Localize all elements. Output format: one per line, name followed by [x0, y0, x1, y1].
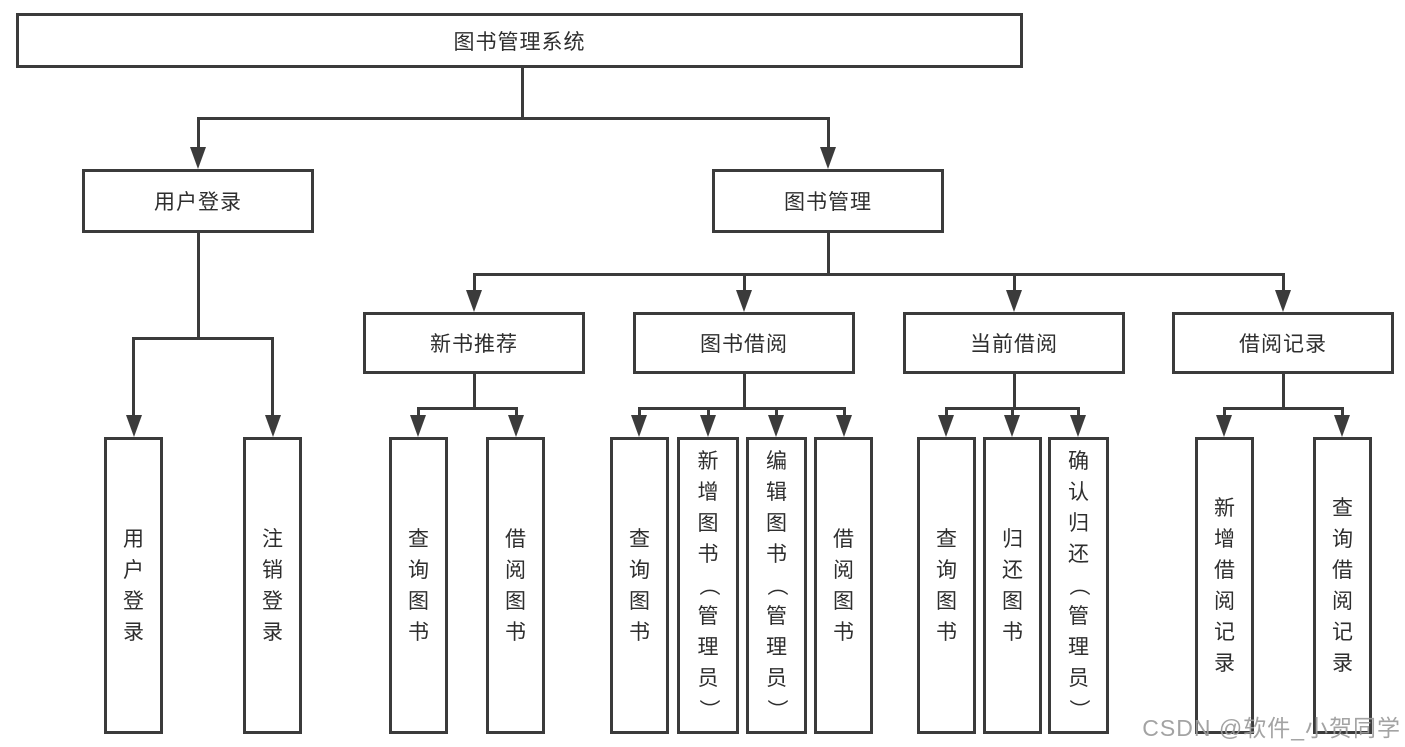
connector-arrow-line — [944, 407, 948, 417]
leaf-borrow-books-recommend: 借阅图书 — [486, 437, 545, 734]
connector-root-branch — [196, 117, 830, 120]
node-root-label: 图书管理系统 — [453, 30, 586, 54]
connector-arrow-line — [774, 407, 778, 417]
connector-borrow-branch — [637, 407, 846, 410]
connector-arrow-line — [1222, 407, 1226, 417]
arrowhead-icon — [1006, 290, 1022, 312]
leaf-return-books: 归还图书 — [983, 437, 1042, 734]
arrowhead-icon — [836, 415, 852, 437]
connector-user-login-branch — [132, 337, 274, 340]
leaf-query-books-recommend: 查询图书 — [389, 437, 448, 734]
leaf-user-login-label: 用户登录 — [123, 527, 144, 644]
arrowhead-icon — [508, 415, 524, 437]
leaf-query-borrow-record: 查询借阅记录 — [1313, 437, 1372, 734]
leaf-user-login: 用户登录 — [104, 437, 163, 734]
leaf-add-borrow-record: 新增借阅记录 — [1195, 437, 1254, 734]
leaf-return-books-label: 归还图书 — [1002, 527, 1023, 644]
connector-arrow-line — [826, 117, 830, 149]
connector-recommend-stem — [472, 374, 476, 407]
arrowhead-icon — [631, 415, 647, 437]
arrowhead-icon — [1004, 415, 1020, 437]
leaf-borrow-books-recommend-label: 借阅图书 — [505, 527, 526, 644]
node-borrow-records: 借阅记录 — [1172, 312, 1394, 374]
connector-arrow-line — [271, 337, 274, 417]
arrowhead-icon — [700, 415, 716, 437]
connector-records-branch — [1222, 407, 1344, 410]
arrowhead-icon — [1216, 415, 1232, 437]
connector-recommend-branch — [416, 407, 518, 410]
arrowhead-icon — [410, 415, 426, 437]
leaf-confirm-return-admin: 确认归还（管理员） — [1048, 437, 1109, 734]
arrowhead-icon — [768, 415, 784, 437]
node-root: 图书管理系统 — [16, 13, 1023, 68]
leaf-query-books-borrow-label: 查询图书 — [629, 527, 650, 644]
connector-arrow-line — [1281, 273, 1285, 292]
connector-borrow-stem — [742, 374, 746, 407]
arrowhead-icon — [736, 290, 752, 312]
arrowhead-icon — [820, 147, 836, 169]
node-book-borrow: 图书借阅 — [633, 312, 855, 374]
leaf-query-books-recommend-label: 查询图书 — [408, 527, 429, 644]
connector-records-stem — [1281, 374, 1285, 407]
arrowhead-icon — [1334, 415, 1350, 437]
connector-arrow-line — [842, 407, 846, 417]
arrowhead-icon — [466, 290, 482, 312]
node-book-management-label: 图书管理 — [784, 191, 872, 214]
connector-arrow-line — [1076, 407, 1080, 417]
node-book-borrow-label: 图书借阅 — [700, 333, 788, 356]
connector-root-stem — [520, 68, 524, 117]
node-new-book-recommend-label: 新书推荐 — [430, 333, 518, 356]
connector-arrow-line — [1340, 407, 1344, 417]
connector-arrow-line — [514, 407, 518, 417]
leaf-edit-books-admin: 编辑图书（管理员） — [746, 437, 807, 734]
connector-arrow-line — [132, 337, 135, 417]
connector-book-mgmt-branch — [472, 273, 1284, 276]
watermark: CSDN @软件_小贺同学 — [1142, 715, 1401, 741]
connector-arrow-line — [1010, 407, 1014, 417]
leaf-query-books-borrow: 查询图书 — [610, 437, 669, 734]
connector-arrow-line — [472, 273, 476, 292]
arrowhead-icon — [264, 415, 281, 437]
leaf-logout: 注销登录 — [243, 437, 302, 734]
leaf-confirm-return-admin-label: 确认归还（管理员） — [1067, 450, 1090, 720]
node-borrow-records-label: 借阅记录 — [1239, 333, 1327, 356]
leaf-logout-label: 注销登录 — [262, 527, 283, 644]
connector-arrow-line — [416, 407, 420, 417]
arrowhead-icon — [1275, 290, 1291, 312]
arrowhead-icon — [190, 147, 206, 169]
leaf-query-books-current-label: 查询图书 — [936, 527, 957, 644]
node-new-book-recommend: 新书推荐 — [363, 312, 585, 374]
connector-arrow-line — [706, 407, 710, 417]
connector-arrow-line — [742, 273, 746, 292]
arrowhead-icon — [1070, 415, 1086, 437]
connector-book-mgmt-stem — [826, 233, 830, 273]
arrowhead-icon — [938, 415, 954, 437]
connector-user-login-stem — [196, 233, 200, 337]
leaf-query-books-current: 查询图书 — [917, 437, 976, 734]
node-book-management: 图书管理 — [712, 169, 944, 233]
connector-arrow-line — [196, 117, 200, 149]
connector-arrow-line — [1012, 273, 1016, 292]
leaf-add-books-admin: 新增图书（管理员） — [677, 437, 739, 734]
connector-arrow-line — [637, 407, 641, 417]
leaf-add-borrow-record-label: 新增借阅记录 — [1214, 496, 1235, 675]
leaf-add-books-admin-label: 新增图书（管理员） — [696, 450, 720, 720]
node-current-borrow-label: 当前借阅 — [970, 333, 1058, 356]
leaf-borrow-books-label: 借阅图书 — [833, 527, 854, 644]
node-current-borrow: 当前借阅 — [903, 312, 1125, 374]
leaf-borrow-books: 借阅图书 — [814, 437, 873, 734]
arrowhead-icon — [125, 415, 142, 437]
node-user-login: 用户登录 — [82, 169, 314, 233]
leaf-query-borrow-record-label: 查询借阅记录 — [1332, 496, 1353, 675]
leaf-edit-books-admin-label: 编辑图书（管理员） — [765, 450, 788, 720]
node-user-login-label: 用户登录 — [154, 191, 242, 214]
connector-current-stem — [1012, 374, 1016, 407]
